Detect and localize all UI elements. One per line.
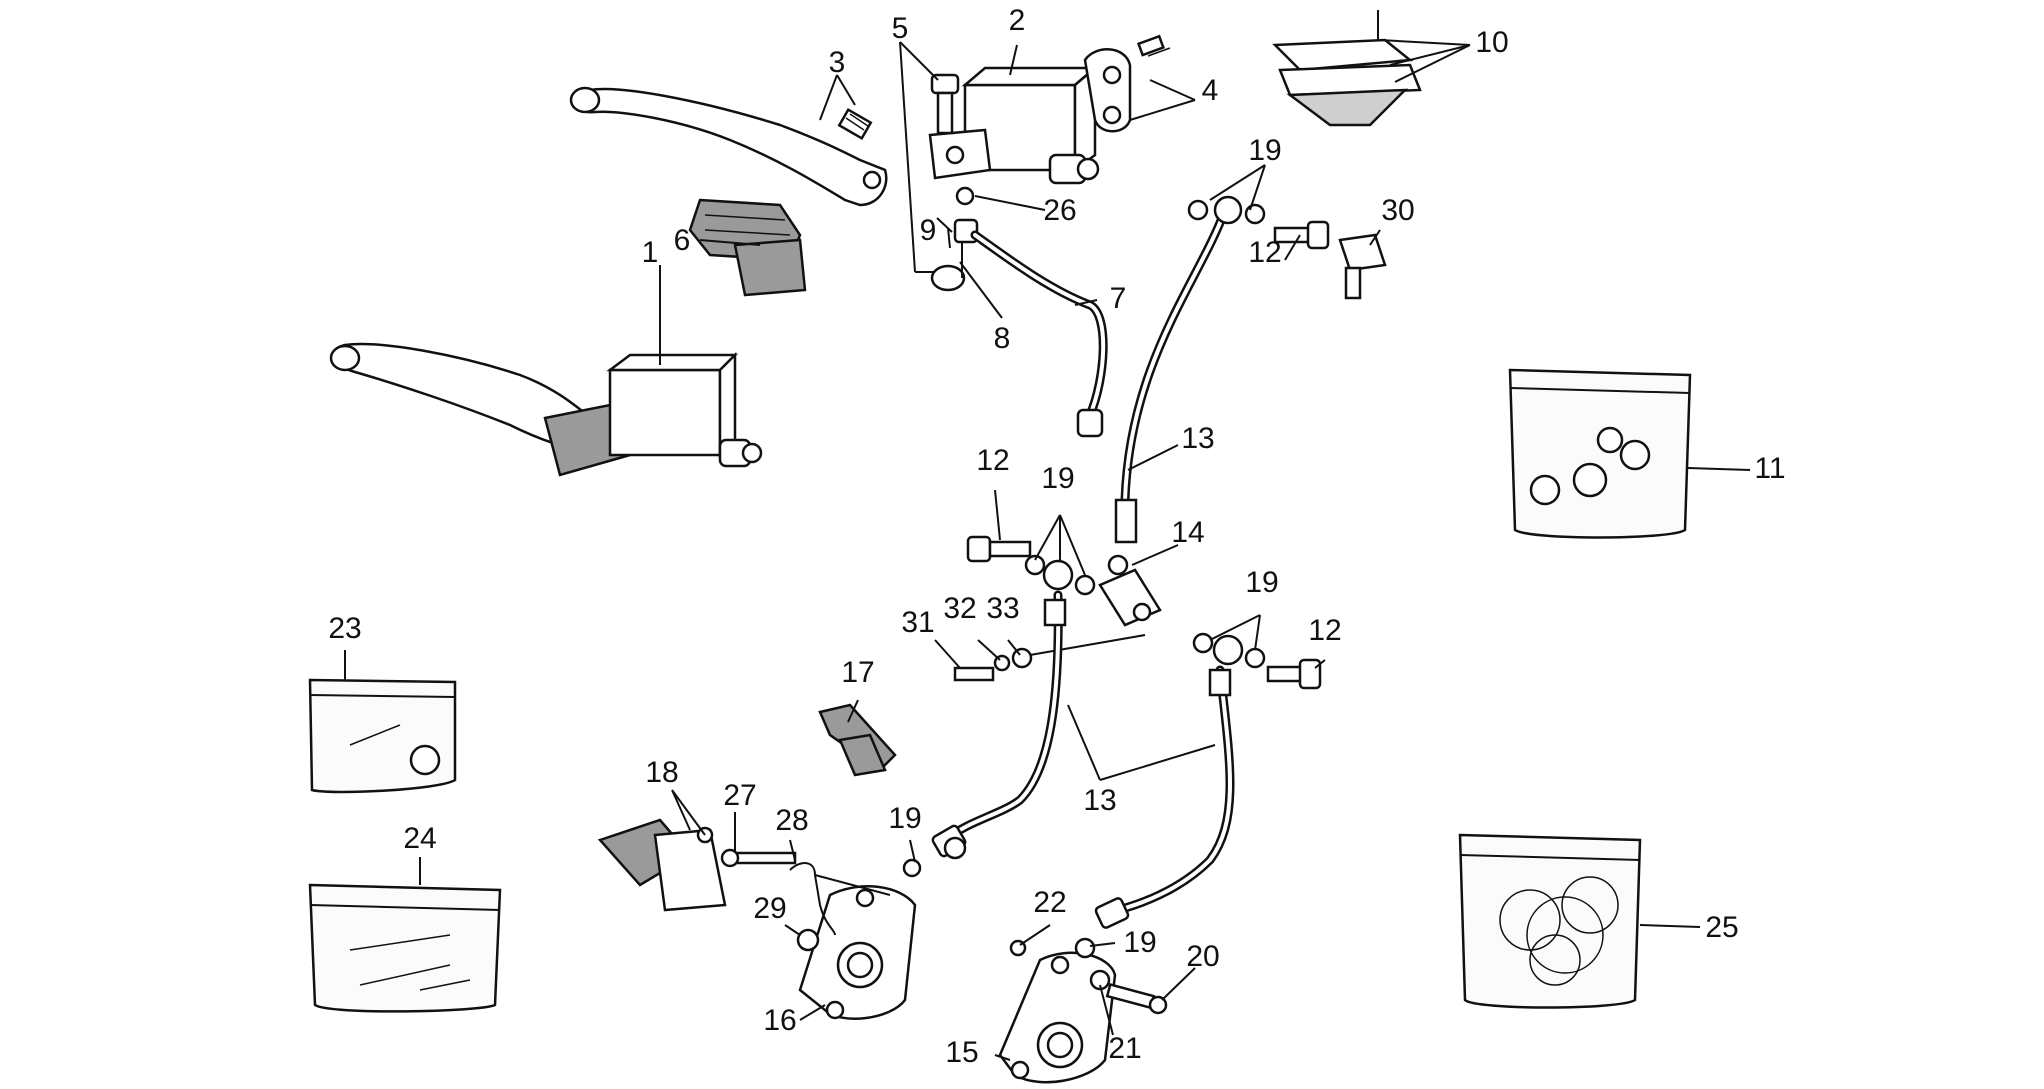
callout-32: 32 xyxy=(943,592,976,625)
screw-3 xyxy=(837,107,873,141)
callout-15: 15 xyxy=(945,1036,978,1069)
callout-22: 22 xyxy=(1033,886,1066,919)
callout-12-top: 12 xyxy=(1248,236,1281,269)
brake-pads-18 xyxy=(597,818,727,912)
hose-13-left xyxy=(940,590,1063,845)
callout-14: 14 xyxy=(1171,516,1204,549)
callout-30: 30 xyxy=(1381,194,1414,227)
bolt-12-mid xyxy=(966,535,1096,596)
callout-19-top: 19 xyxy=(1248,134,1281,167)
callout-27: 27 xyxy=(723,779,756,812)
distributor-14 xyxy=(1098,554,1162,627)
callout-26: 26 xyxy=(1043,194,1076,227)
callout-18: 18 xyxy=(645,756,678,789)
callout-21: 21 xyxy=(1108,1032,1141,1065)
nut-29 xyxy=(796,928,820,952)
callout-19-caliper16: 19 xyxy=(888,802,921,835)
reservoir-cover-10 xyxy=(1272,10,1422,127)
callout-7: 7 xyxy=(1110,282,1127,315)
callout-5: 5 xyxy=(892,12,909,45)
kit-bag-24 xyxy=(308,883,502,1013)
callout-24: 24 xyxy=(403,822,436,855)
callout-10: 10 xyxy=(1475,26,1508,59)
clamp-4 xyxy=(1083,34,1171,133)
hose-13-right xyxy=(1105,665,1235,917)
callout-28: 28 xyxy=(775,804,808,837)
callout-20: 20 xyxy=(1186,940,1219,973)
callout-4: 4 xyxy=(1202,74,1219,107)
callout-2: 2 xyxy=(1009,4,1026,37)
caliper-15 xyxy=(998,951,1117,1084)
callout-1: 1 xyxy=(642,236,659,269)
bleed-valve-30 xyxy=(1338,233,1387,300)
hose-13-upper xyxy=(1120,205,1230,505)
callout-31: 31 xyxy=(901,606,934,639)
brake-pads-6 xyxy=(688,198,807,297)
callout-29: 29 xyxy=(753,892,786,925)
callout-23: 23 xyxy=(328,612,361,645)
bolt-5 xyxy=(930,73,966,292)
kit-bag-23 xyxy=(308,678,457,794)
callout-12-right: 12 xyxy=(1308,614,1341,647)
callout-12-mid: 12 xyxy=(976,444,1009,477)
callout-13-lower: 13 xyxy=(1083,784,1116,817)
callout-16: 16 xyxy=(763,1004,796,1037)
upper-lever xyxy=(569,86,888,207)
callout-17: 17 xyxy=(841,656,874,689)
callout-labels: 1 2 3 4 5 6 7 8 9 10 11 12 12 12 13 13 1… xyxy=(328,4,1785,1069)
callout-6: 6 xyxy=(674,224,691,257)
pin-27 xyxy=(720,848,797,868)
callout-25: 25 xyxy=(1705,911,1738,944)
callout-19-right: 19 xyxy=(1245,566,1278,599)
spring-28 xyxy=(789,862,891,936)
callout-13-upper: 13 xyxy=(1181,422,1214,455)
callout-33: 33 xyxy=(986,592,1019,625)
bolt-31 xyxy=(953,634,1146,682)
callout-11: 11 xyxy=(1754,452,1785,485)
kit-bag-25 xyxy=(1458,833,1642,1009)
bolt-20 xyxy=(1105,982,1168,1015)
front-master-cylinder-assembly xyxy=(329,342,763,477)
caliper-16 xyxy=(798,885,917,1020)
kit-bag-11 xyxy=(1508,368,1692,539)
leader-lines xyxy=(344,39,1751,1061)
brake-pad-17 xyxy=(818,703,897,777)
callout-19-caliper15: 19 xyxy=(1123,926,1156,959)
master-cylinder-2 xyxy=(928,65,1100,185)
callout-19-mid: 19 xyxy=(1041,462,1074,495)
callout-8: 8 xyxy=(994,322,1011,355)
bolt-12-top xyxy=(1273,220,1330,250)
callout-3: 3 xyxy=(829,46,846,79)
callout-9: 9 xyxy=(920,214,937,247)
